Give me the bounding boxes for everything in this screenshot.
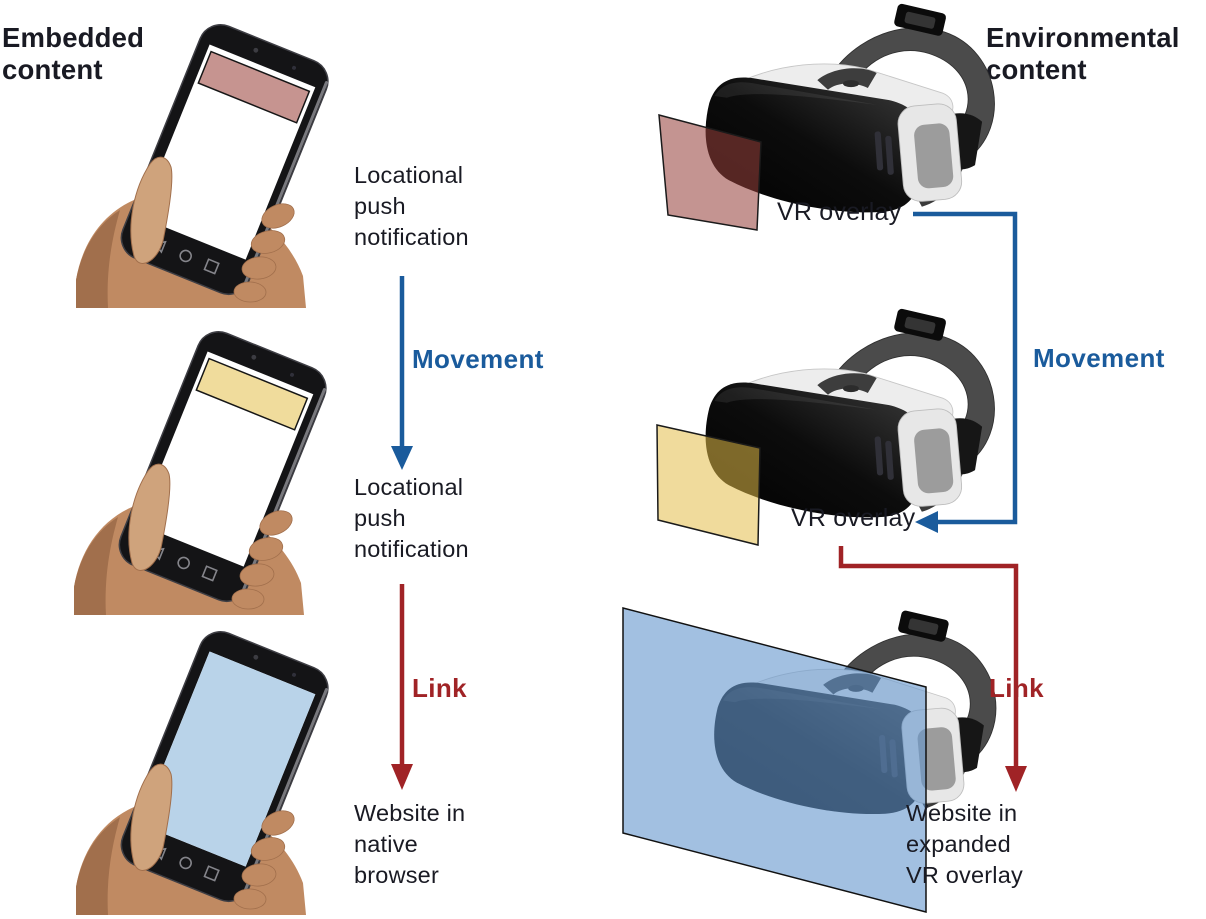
phone-in-hand-step3 xyxy=(76,624,336,915)
vr-overlay-label-2: VR overlay xyxy=(791,504,916,532)
caption-push-notification-1: Locational push notification xyxy=(354,160,469,253)
caption-website-native: Website in native browser xyxy=(354,798,465,891)
caption-line: Website in xyxy=(906,800,1018,826)
phone-in-hand-step1 xyxy=(76,17,336,308)
link-label-right: Link xyxy=(989,673,1045,703)
title-line: Embedded xyxy=(2,22,145,53)
caption-line: native xyxy=(354,831,418,857)
caption-line: expanded xyxy=(906,831,1011,857)
caption-line: browser xyxy=(354,862,439,888)
push-notification-banner-red xyxy=(197,50,311,124)
movement-arrow-left xyxy=(391,276,413,470)
caption-line: Locational xyxy=(354,474,464,500)
caption-line: push xyxy=(354,505,406,531)
caption-line: Website in xyxy=(354,800,466,826)
push-notification-banner-yellow xyxy=(195,357,309,431)
caption-line: notification xyxy=(354,536,469,562)
left-column-title: Embedded content xyxy=(2,22,144,85)
vr-headset-step1 xyxy=(705,2,995,213)
title-line: Environmental xyxy=(986,22,1180,53)
browser-screen-blue xyxy=(139,651,316,867)
title-line: content xyxy=(2,53,103,85)
caption-line: notification xyxy=(354,224,469,250)
vr-headset-step2 xyxy=(705,307,995,518)
movement-label-right: Movement xyxy=(1033,343,1165,373)
vr-overlay-label-1: VR overlay xyxy=(777,198,902,226)
caption-website-expanded: Website in expanded VR overlay xyxy=(906,798,1023,891)
right-column-title: Environmental content xyxy=(986,22,1180,85)
caption-line: push xyxy=(354,193,406,219)
link-label-left: Link xyxy=(412,673,468,703)
title-line: content xyxy=(986,53,1087,85)
caption-line: VR overlay xyxy=(906,862,1023,888)
caption-line: Locational xyxy=(354,162,464,188)
phone-in-hand-step2 xyxy=(74,324,334,615)
movement-label-left: Movement xyxy=(412,344,544,374)
link-arrow-left xyxy=(391,584,413,790)
caption-push-notification-2: Locational push notification xyxy=(354,472,469,565)
